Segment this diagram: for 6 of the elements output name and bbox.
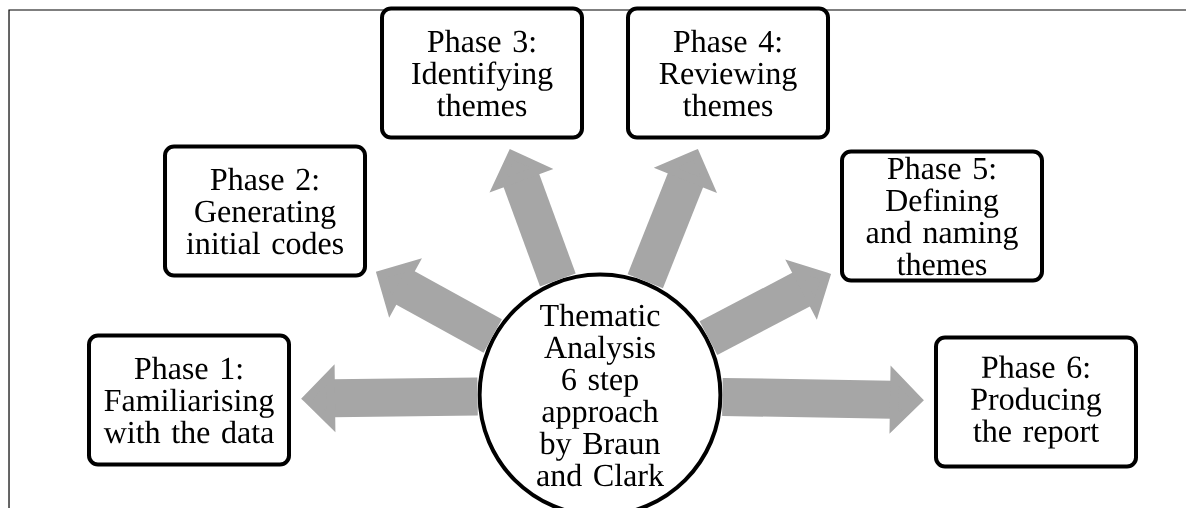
- phase-box: Phase 2: Generating initial codes: [163, 144, 367, 278]
- phase-box: Phase 4: Reviewing themes: [626, 6, 830, 140]
- phase-box: Phase 3: Identifying themes: [380, 6, 584, 140]
- phase-box: Phase 1: Familiarising with the data: [87, 333, 291, 467]
- phase-box: Phase 6: Producing the report: [934, 335, 1138, 469]
- phase-box: Phase 5: Defining and naming themes: [840, 149, 1044, 283]
